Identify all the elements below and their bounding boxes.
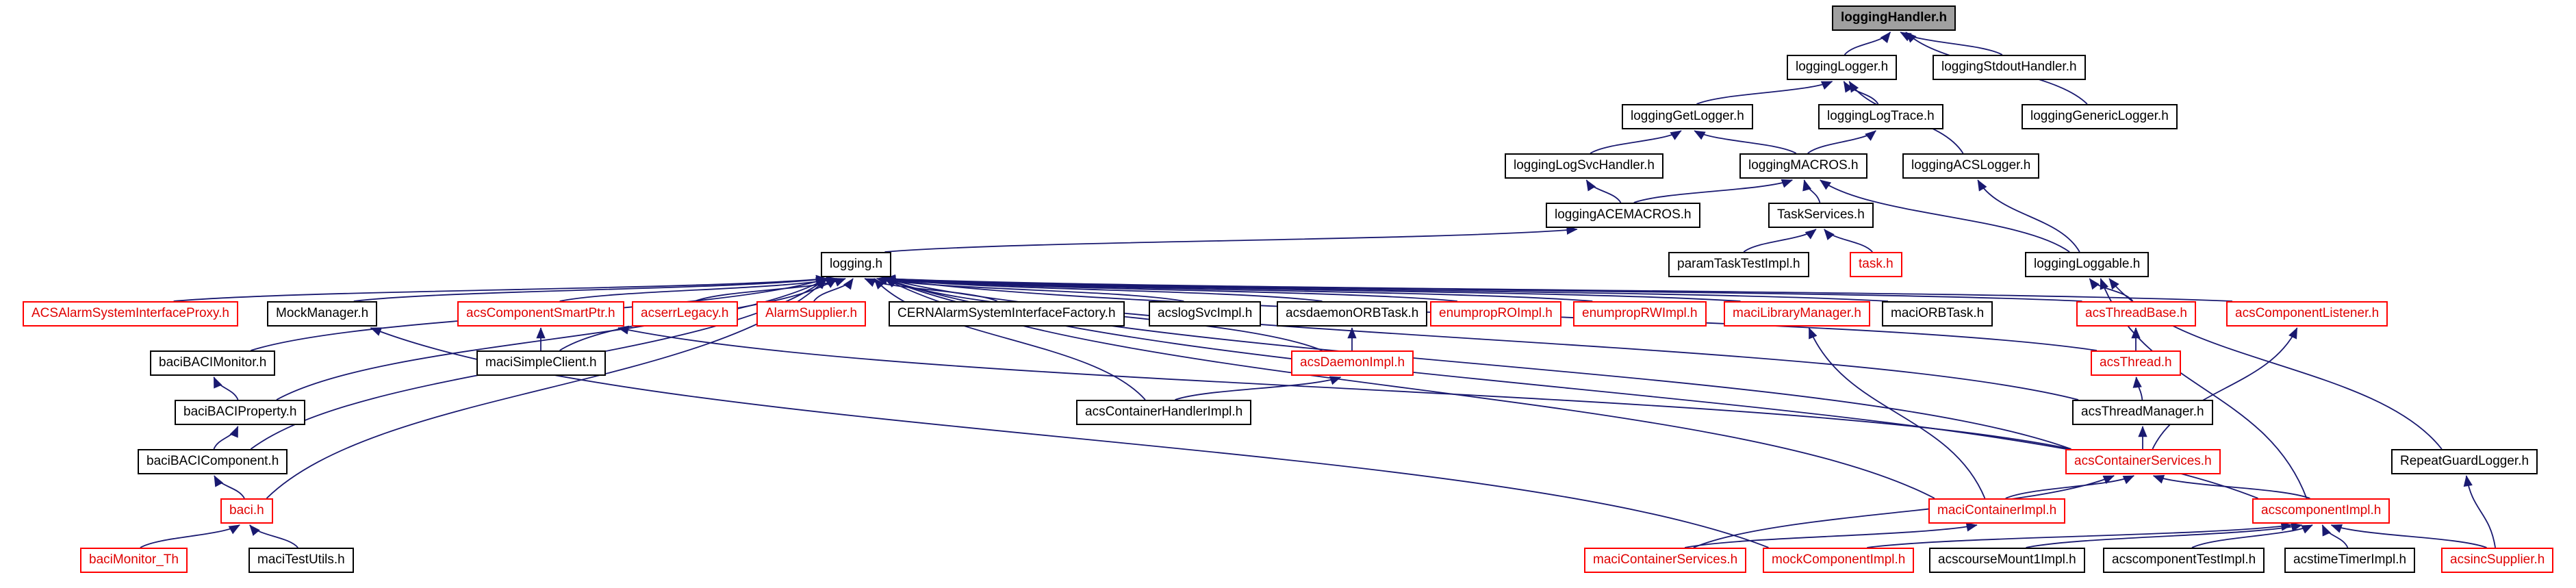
edge-acscomponent-test-impl-to-acscomponent-impl xyxy=(2191,524,2313,548)
edge-acsinc-supplier-to-repeat-guard-logger xyxy=(2463,475,2497,548)
edge-acsdaemon-orbtask-to-logging xyxy=(884,275,1323,302)
graph-node-logging-stdout-handler[interactable]: loggingStdoutHandler.h xyxy=(1933,55,2086,80)
graph-node-enumprop-roimpl[interactable]: enumpropROImpl.h xyxy=(1430,301,1561,327)
graph-node-logging-generic-logger[interactable]: loggingGenericLogger.h xyxy=(2022,104,2178,129)
graph-node-enumprop-rwimpl[interactable]: enumpropRWImpl.h xyxy=(1573,301,1707,327)
edge-task-to-task-services xyxy=(1824,229,1873,253)
edge-acscourse-mount1-impl-to-acscomponent-impl xyxy=(2026,522,2303,548)
graph-node-acscourse-mount1-impl[interactable]: acscourseMount1Impl.h xyxy=(1929,548,2085,573)
edge-logging-stdout-handler-to-logging-handler xyxy=(1900,31,2003,55)
graph-node-logging-macros[interactable]: loggingMACROS.h xyxy=(1739,153,1867,179)
edge-mock-component-impl-to-acscomponent-impl xyxy=(1867,522,2293,548)
edge-maci-container-services-to-acs-container-services xyxy=(1693,475,2115,548)
edge-alarm-supplier-to-logging xyxy=(813,278,854,302)
graph-node-logging-log-svc-handler[interactable]: loggingLogSvcHandler.h xyxy=(1505,153,1663,179)
edge-param-task-test-impl-to-task-services xyxy=(1743,229,1817,253)
graph-node-task[interactable]: task.h xyxy=(1850,252,1902,277)
edge-logging-macros-to-logging-log-trace xyxy=(1807,130,1876,154)
graph-node-acs-component-listener[interactable]: acsComponentListener.h xyxy=(2226,301,2388,327)
graph-node-logging[interactable]: logging.h xyxy=(821,252,892,277)
edge-logging-logger-to-logging-handler xyxy=(1844,31,1891,55)
edge-baci-to-baci-bacicomponent xyxy=(214,475,245,499)
graph-node-logging-loggable[interactable]: loggingLoggable.h xyxy=(2025,252,2150,277)
graph-node-maci-test-utils[interactable]: maciTestUtils.h xyxy=(248,548,354,573)
graph-node-acs-thread-base[interactable]: acsThreadBase.h xyxy=(2076,301,2196,327)
graph-node-acs-component-smart-ptr[interactable]: acsComponentSmartPtr.h xyxy=(457,301,624,327)
graph-node-baci-bacimonitor[interactable]: baciBACIMonitor.h xyxy=(150,350,276,376)
graph-node-logging-logger[interactable]: loggingLogger.h xyxy=(1787,55,1898,80)
edge-acs-container-handler-impl-to-logging xyxy=(873,278,1146,400)
edge-logging-loggable-to-logging-acslogger xyxy=(1977,179,2080,253)
edge-acscomponent-impl-to-acs-container-services xyxy=(2152,474,2310,499)
graph-node-acs-daemon-impl[interactable]: acsDaemonImpl.h xyxy=(1291,350,1414,376)
edge-acs-thread-base-to-logging-loggable xyxy=(2089,278,2134,302)
graph-node-acs-container-handler-impl[interactable]: acsContainerHandlerImpl.h xyxy=(1076,400,1252,425)
edge-task-services-to-logging-macros xyxy=(1802,179,1821,203)
edge-acsalarm-system-interface-proxy-to-logging xyxy=(173,274,828,302)
edge-baci-bacicomponent-to-baci-baciproperty xyxy=(213,426,239,450)
edge-acstime-timer-impl-to-acscomponent-impl xyxy=(2321,524,2349,548)
edge-maci-test-utils-to-baci xyxy=(249,524,298,548)
edge-logging-log-trace-to-logging-logger xyxy=(1843,81,1879,105)
edge-acs-container-services-to-acs-component-smart-ptr xyxy=(617,325,2071,450)
edge-enumprop-roimpl-to-logging xyxy=(884,274,1457,302)
graph-node-mock-component-impl[interactable]: mockComponentImpl.h xyxy=(1763,548,1915,573)
edge-logging-loggable-to-logging-macros xyxy=(1820,179,2070,253)
edge-logging-get-logger-to-logging-logger xyxy=(1696,81,1833,105)
edge-baci-baciproperty-to-logging xyxy=(276,278,828,400)
edge-maci-container-impl-to-acs-container-services xyxy=(2005,475,2135,499)
edge-acs-container-services-to-acs-component-listener xyxy=(2152,327,2298,450)
edge-acs-container-handler-impl-to-acs-daemon-impl xyxy=(1175,376,1342,400)
graph-node-acslog-svc-impl[interactable]: acslogSvcImpl.h xyxy=(1149,301,1262,327)
edge-logging-log-svc-handler-to-logging-get-logger xyxy=(1590,130,1682,154)
graph-node-maci-orbtask[interactable]: maciORBTask.h xyxy=(1882,301,1993,327)
graph-node-acsdaemon-orbtask[interactable]: acsdaemonORBTask.h xyxy=(1277,301,1428,327)
edge-acsinc-supplier-to-acscomponent-impl xyxy=(2330,524,2487,548)
graph-node-maci-simple-client[interactable]: maciSimpleClient.h xyxy=(476,350,606,376)
edge-logging-macros-to-logging-get-logger xyxy=(1694,130,1797,154)
graph-node-acsinc-supplier[interactable]: acsincSupplier.h xyxy=(2441,548,2554,573)
graph-node-baci-baciproperty[interactable]: baciBACIProperty.h xyxy=(175,400,306,425)
graph-node-acstime-timer-impl[interactable]: acstimeTimerImpl.h xyxy=(2284,548,2416,573)
graph-node-baci-monitor-th[interactable]: baciMonitor_Th xyxy=(80,548,188,573)
graph-node-acs-container-services[interactable]: acsContainerServices.h xyxy=(2065,449,2221,474)
graph-node-acscomponent-test-impl[interactable]: acscomponentTestImpl.h xyxy=(2103,548,2265,573)
edge-baci-baciproperty-to-baci-bacimonitor xyxy=(213,376,239,400)
graph-node-acs-thread[interactable]: acsThread.h xyxy=(2091,350,2181,376)
edge-mock-manager-to-logging xyxy=(353,275,828,302)
edge-maci-container-services-to-maci-container-impl xyxy=(1684,522,1978,548)
graph-node-maci-library-manager[interactable]: maciLibraryManager.h xyxy=(1724,301,1870,327)
graph-node-cernalarm-system-interface-factory[interactable]: CERNAlarmSystemInterfaceFactory.h xyxy=(889,301,1125,327)
edge-logging-to-logging-acemacros xyxy=(884,225,1578,253)
graph-node-task-services[interactable]: TaskServices.h xyxy=(1768,203,1874,228)
graph-node-acscomponent-impl[interactable]: acscomponentImpl.h xyxy=(2252,498,2390,524)
edge-acs-thread-base-to-logging xyxy=(884,274,2082,302)
edge-acs-thread-manager-to-acs-thread xyxy=(2132,376,2143,400)
edge-logging-acemacros-to-logging-log-svc-handler xyxy=(1585,179,1622,203)
edge-baci-monitor-th-to-baci xyxy=(140,524,240,548)
graph-node-maci-container-services[interactable]: maciContainerServices.h xyxy=(1584,548,1747,573)
graph-node-logging-handler[interactable]: loggingHandler.h xyxy=(1832,5,1956,31)
graph-node-baci-bacicomponent[interactable]: baciBACIComponent.h xyxy=(138,449,288,474)
graph-node-logging-acemacros[interactable]: loggingACEMACROS.h xyxy=(1546,203,1700,228)
edge-logging-acemacros-to-logging-macros xyxy=(1633,179,1794,203)
graph-node-maci-container-impl[interactable]: maciContainerImpl.h xyxy=(1928,498,2066,524)
edge-acslog-svc-impl-to-logging xyxy=(876,276,1184,302)
graph-node-logging-log-trace[interactable]: loggingLogTrace.h xyxy=(1818,104,1943,129)
graph-node-acserr-legacy[interactable]: acserrLegacy.h xyxy=(632,301,738,327)
graph-node-logging-acslogger[interactable]: loggingACSLogger.h xyxy=(1902,153,2040,179)
edge-acs-component-smart-ptr-to-logging xyxy=(559,276,838,302)
graph-node-alarm-supplier[interactable]: AlarmSupplier.h xyxy=(756,301,867,327)
graph-node-logging-get-logger[interactable]: loggingGetLogger.h xyxy=(1622,104,1753,129)
graph-node-baci[interactable]: baci.h xyxy=(220,498,273,524)
edge-acs-component-listener-to-logging xyxy=(884,274,2233,302)
edge-acs-thread-manager-to-logging xyxy=(884,277,2079,400)
graph-node-acsalarm-system-interface-proxy[interactable]: ACSAlarmSystemInterfaceProxy.h xyxy=(23,301,238,327)
edge-maci-container-impl-to-maci-library-manager xyxy=(1808,327,1986,499)
graph-node-mock-manager[interactable]: MockManager.h xyxy=(267,301,378,327)
graph-node-acs-thread-manager[interactable]: acsThreadManager.h xyxy=(2072,400,2213,425)
graph-node-repeat-guard-logger[interactable]: RepeatGuardLogger.h xyxy=(2391,449,2538,474)
graph-node-param-task-test-impl[interactable]: paramTaskTestImpl.h xyxy=(1668,252,1809,277)
